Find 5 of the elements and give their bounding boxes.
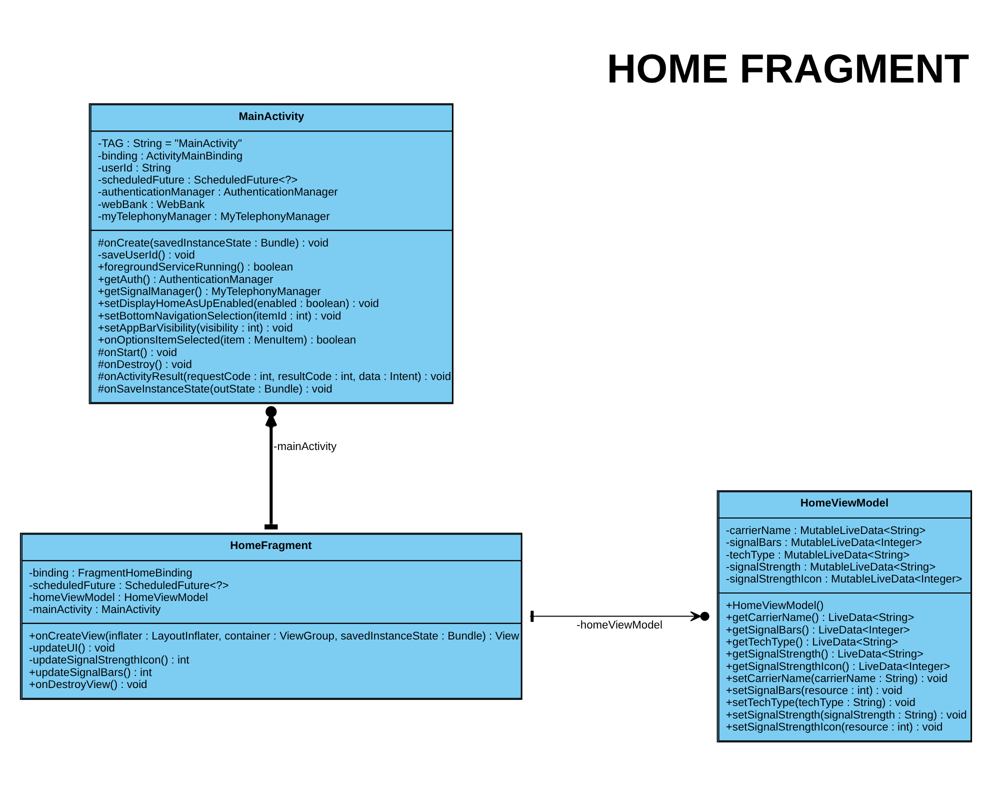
- diagram-title: HOME FRAGMENT: [606, 45, 970, 92]
- edge-label: -mainActivity: [274, 440, 337, 452]
- arrow: [530, 610, 710, 622]
- arrow: [264, 406, 278, 529]
- edge-label: -homeViewModel: [576, 618, 662, 631]
